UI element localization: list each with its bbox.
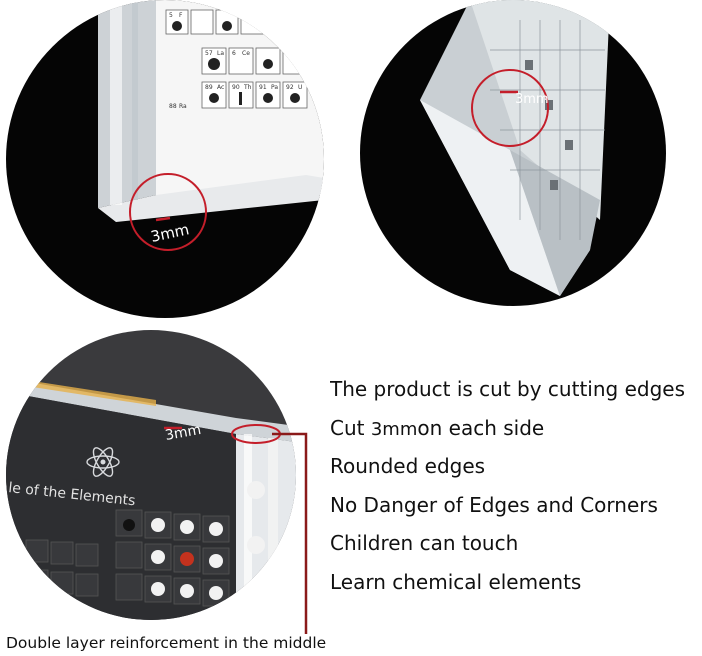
cell-number-91: 91 [259, 84, 267, 91]
cell-number-92: 92 [286, 84, 294, 91]
photo-edge-closeup-slab: 3mm [360, 0, 666, 306]
feature-text: Children can touch [330, 531, 519, 556]
photo-edge-closeup-white-svg: 5 F 6 Ce 57 La 89 Ac 90 Th 91 Pa 92 U 88… [6, 0, 324, 318]
cell-number-89: 89 [205, 84, 213, 91]
cell-number-88: 88 [169, 103, 177, 110]
feature-text: Cut [330, 415, 365, 440]
cell-symbol-th: Th [243, 84, 252, 91]
feature-item: Learn chemical elements [330, 563, 702, 602]
callout-circle [129, 173, 207, 251]
feature-text: The product is cut by cutting edges [330, 377, 685, 401]
feature-text: Learn chemical elements [330, 569, 582, 594]
cell-number-5: 5 [169, 12, 173, 19]
cell-symbol-la: La [217, 50, 224, 57]
photo-double-layer-edge: le of the Elements 3mm [6, 330, 296, 620]
caption: Double layer reinforcement in the middle [6, 634, 327, 652]
cell-symbol-ce: Ce [242, 50, 250, 57]
cell-number-90: 90 [232, 84, 240, 91]
cell-symbol-pa: Pa [271, 84, 278, 91]
callout-label-3mm: 3mm [164, 422, 202, 444]
cell-number-6: 6 [232, 50, 236, 57]
feature-item: Cut 3mmon each side [330, 409, 702, 448]
callout-circle [471, 69, 549, 147]
feature-text: No Danger of Edges and Corners [330, 492, 658, 517]
atom-icon [86, 447, 120, 477]
photo-edge-closeup-slab-svg: 3mm [360, 0, 666, 306]
feature-item: Children can touch [330, 524, 702, 563]
photo-double-layer-edge-svg: le of the Elements 3mm [6, 330, 296, 620]
cell-symbol-ac: Ac [217, 84, 224, 91]
feature-item: The product is cut by cutting edges [330, 370, 702, 409]
feature-item: No Danger of Edges and Corners [330, 486, 702, 525]
feature-highlight: 3mm [370, 418, 418, 440]
cell-symbol-f: F [179, 12, 183, 19]
photo-edge-closeup-white: 5 F 6 Ce 57 La 89 Ac 90 Th 91 Pa 92 U 88… [6, 0, 324, 318]
cell-number-57: 57 [205, 50, 213, 57]
feature-item: Rounded edges [330, 447, 702, 486]
callout-label-3mm: 3mm [515, 92, 549, 107]
cell-symbol-u: U [298, 84, 302, 91]
feature-list: The product is cut by cutting edges Cut … [330, 370, 702, 602]
feature-text: Rounded edges [330, 454, 486, 479]
cell-symbol-ra: Ra [179, 103, 187, 110]
feature-text: on each side [417, 415, 545, 440]
